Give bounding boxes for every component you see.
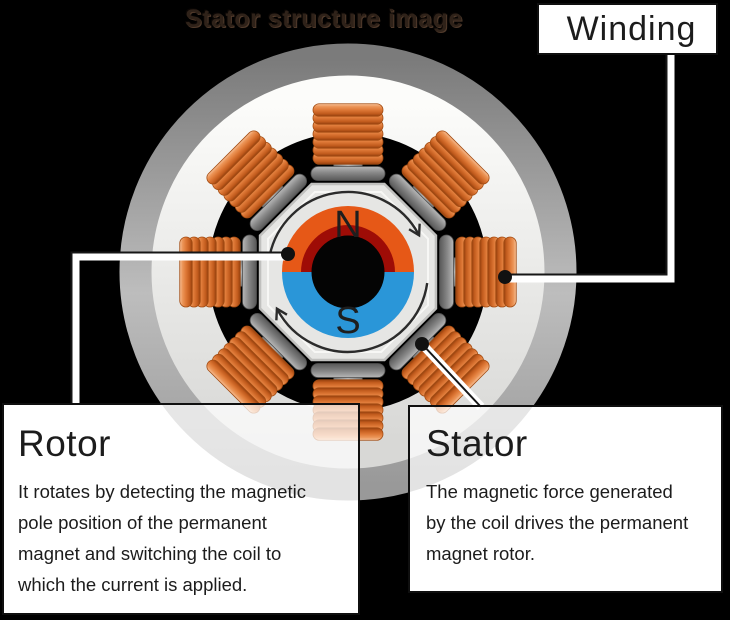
stator-label: Stator bbox=[426, 423, 528, 464]
magnet-south-label: S bbox=[335, 300, 360, 342]
stator-anchor-dot bbox=[415, 337, 429, 351]
stator-description: The magnetic force generated by the coil… bbox=[426, 480, 689, 564]
rotor-label-box: Rotor It rotates by detecting the magnet… bbox=[2, 403, 360, 615]
rotation-arrow-top bbox=[268, 190, 421, 259]
page-title: Stator structure image bbox=[185, 5, 463, 33]
rotor-leader-casing bbox=[70, 251, 288, 405]
rotation-arrow-bottom bbox=[275, 282, 429, 354]
winding-label: Winding bbox=[566, 9, 697, 48]
rotor-anchor-dot bbox=[281, 247, 295, 261]
winding-leader-line bbox=[505, 55, 668, 276]
magnet-north-label: N bbox=[334, 204, 361, 246]
rotor-leader-line bbox=[70, 251, 288, 405]
magnet-north-inner-shadow bbox=[301, 225, 395, 272]
stator-label-box: Stator The magnetic force generated by t… bbox=[408, 405, 723, 593]
rotor-description: It rotates by detecting the magnetic pol… bbox=[18, 480, 306, 595]
stator-pole-left bbox=[179, 234, 257, 310]
stator-pole-top bbox=[310, 103, 386, 181]
winding-anchor-dot bbox=[498, 270, 512, 284]
stator-leader-line bbox=[421, 343, 482, 408]
callout-lines bbox=[70, 55, 675, 411]
rotor-label: Rotor bbox=[18, 423, 111, 464]
winding-label-box: Winding bbox=[537, 3, 718, 55]
rotor-shaft-hole bbox=[311, 235, 385, 309]
winding-leader-casing bbox=[505, 55, 675, 283]
